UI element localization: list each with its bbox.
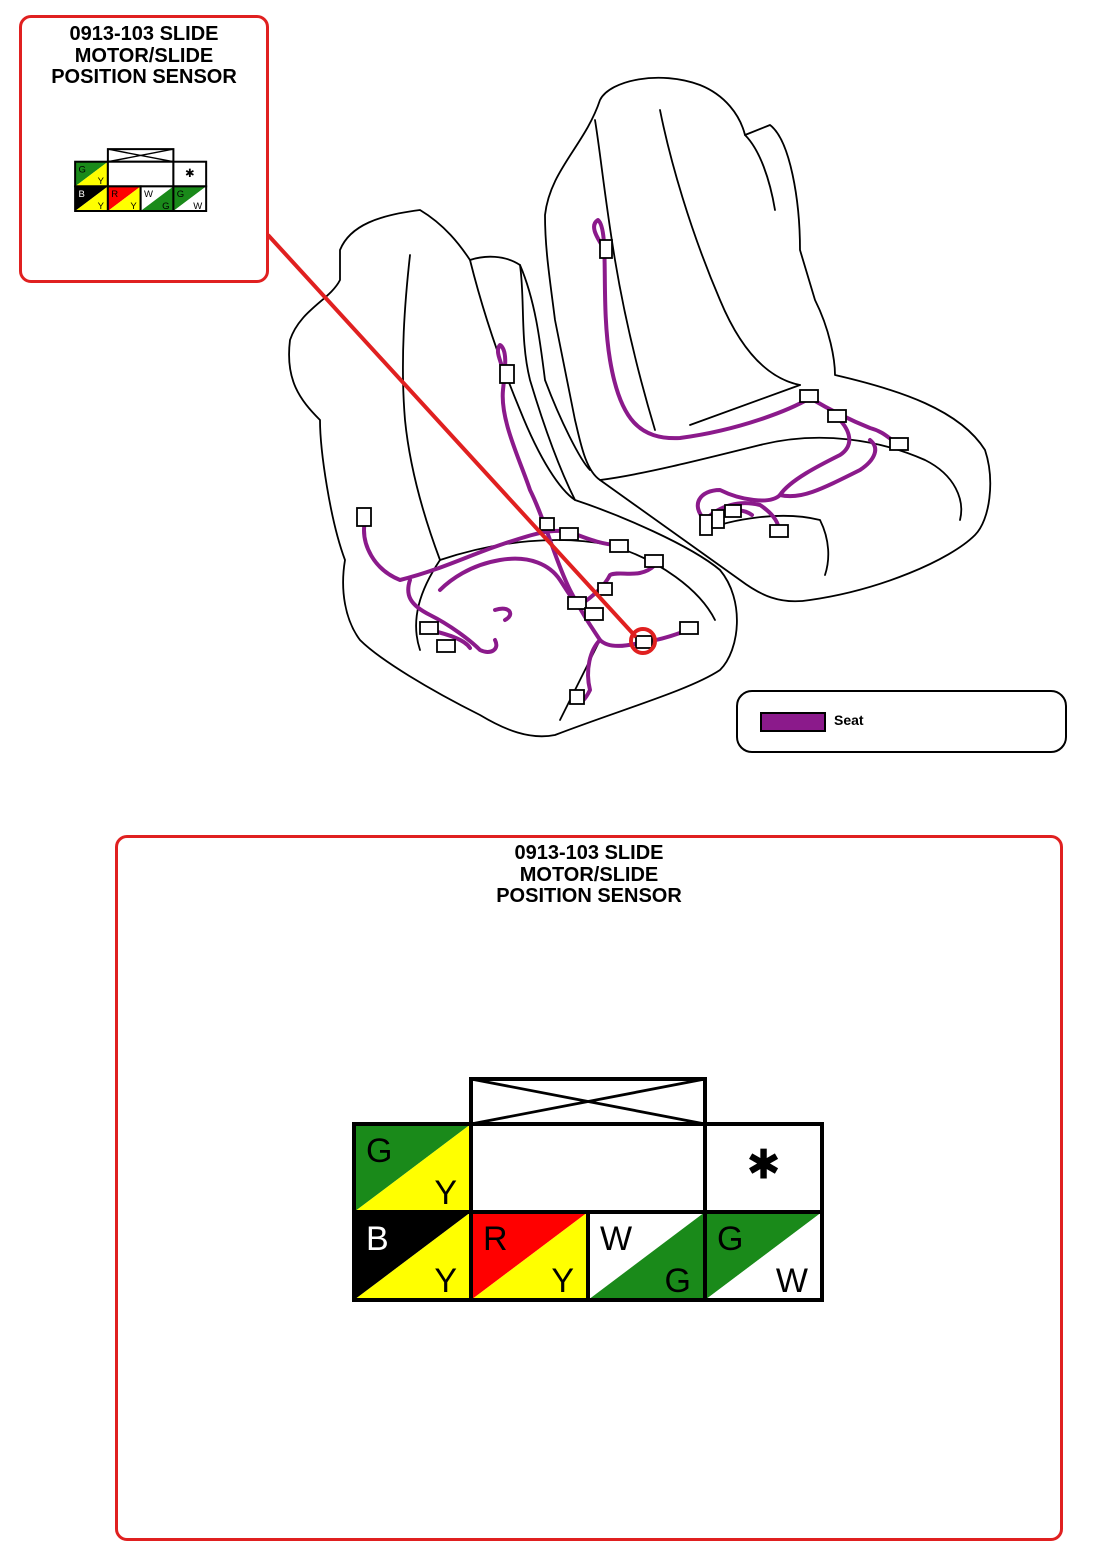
pin-secondary-color-label: W xyxy=(193,201,202,212)
pin-secondary-color-label: G xyxy=(162,201,169,212)
pin-top-3: ✱ xyxy=(172,160,208,188)
legend-label-seat: Seat xyxy=(834,712,864,728)
pin-bottom-4: GW xyxy=(172,185,208,212)
connector-icon xyxy=(559,527,579,541)
legend: Seat xyxy=(736,690,1067,753)
pin-secondary-color-label: W xyxy=(776,1262,808,1300)
connector-icon xyxy=(711,509,725,529)
connector-icon xyxy=(436,639,456,653)
pin-secondary-color-label: Y xyxy=(130,201,137,212)
pin-bottom-3: WG xyxy=(139,185,175,212)
connector-icon xyxy=(679,621,699,635)
connector-icon xyxy=(499,364,515,384)
connector-icon xyxy=(597,582,613,596)
connector-icon xyxy=(889,437,909,451)
pin-secondary-color-label: Y xyxy=(98,201,105,212)
latch-cross xyxy=(470,1077,706,1126)
connector-icon xyxy=(419,621,439,635)
connector-icon xyxy=(584,607,604,621)
pin-secondary-color-label: Y xyxy=(98,176,105,187)
pin-primary-color-label: R xyxy=(483,1220,508,1258)
pin-primary-color-label: G xyxy=(177,189,184,200)
connector-detail-large: 0913-103 SLIDE MOTOR/SLIDE POSITION SENS… xyxy=(115,835,1063,1541)
pin-secondary-color-label: Y xyxy=(551,1262,574,1300)
pin-bottom-4: GW xyxy=(703,1210,824,1302)
pin-primary-color-label: G xyxy=(366,1132,392,1170)
legend-swatch xyxy=(760,712,826,732)
seat-harness-wires xyxy=(362,218,902,704)
connector-icon xyxy=(539,517,555,531)
connector-icon xyxy=(827,409,847,423)
connector-icon xyxy=(699,514,713,536)
connector-icon xyxy=(356,507,372,527)
driver-seat-outline xyxy=(288,209,738,738)
connector-icon xyxy=(644,554,664,568)
pin-primary-color-label: B xyxy=(78,189,84,200)
pin-bottom-3: WG xyxy=(586,1210,707,1302)
seat-harness-illustration xyxy=(266,76,992,738)
connector-icon xyxy=(609,539,629,553)
connector-icon xyxy=(567,596,587,610)
pin-secondary-color-label: G xyxy=(665,1262,691,1300)
connector-icon xyxy=(569,689,585,705)
pin-primary-color-label: G xyxy=(78,164,85,175)
pin-top-1: GY xyxy=(352,1122,473,1214)
rear-seat-outline xyxy=(544,76,992,603)
pin-secondary-color-label: Y xyxy=(434,1174,457,1212)
pin-primary-color-label: R xyxy=(111,189,118,200)
pin-star-label: ✱ xyxy=(185,168,195,180)
pin-top-2 xyxy=(106,160,175,188)
connector-icon xyxy=(769,524,789,538)
connector-title-large: 0913-103 SLIDE MOTOR/SLIDE POSITION SENS… xyxy=(496,842,682,908)
pin-bottom-1: BY xyxy=(74,185,109,212)
pin-star-label: ✱ xyxy=(746,1142,780,1188)
harness-connectors xyxy=(356,239,909,705)
connector-icon xyxy=(724,504,742,518)
connector-callout-small: 0913-103 SLIDE MOTOR/SLIDE POSITION SENS… xyxy=(19,15,269,283)
callout-circle xyxy=(629,627,657,655)
pin-primary-color-label: W xyxy=(144,189,153,200)
pin-top-2 xyxy=(469,1122,707,1214)
connector-icon xyxy=(635,635,653,649)
pin-primary-color-label: W xyxy=(600,1220,632,1258)
pin-bottom-2: RY xyxy=(469,1210,590,1302)
pin-bottom-1: BY xyxy=(352,1210,473,1302)
pin-bottom-2: RY xyxy=(106,185,142,212)
pin-primary-color-label: G xyxy=(717,1220,743,1258)
pin-top-1: GY xyxy=(74,160,109,188)
callout-leader-line xyxy=(266,233,638,639)
pin-top-3: ✱ xyxy=(703,1122,824,1214)
connector-title-small: 0913-103 SLIDE MOTOR/SLIDE POSITION SENS… xyxy=(51,23,237,89)
pin-secondary-color-label: Y xyxy=(434,1262,457,1300)
latch-cross xyxy=(107,148,174,163)
pin-primary-color-label: B xyxy=(366,1220,389,1258)
connector-icon xyxy=(599,239,613,259)
connector-icon xyxy=(799,389,819,403)
